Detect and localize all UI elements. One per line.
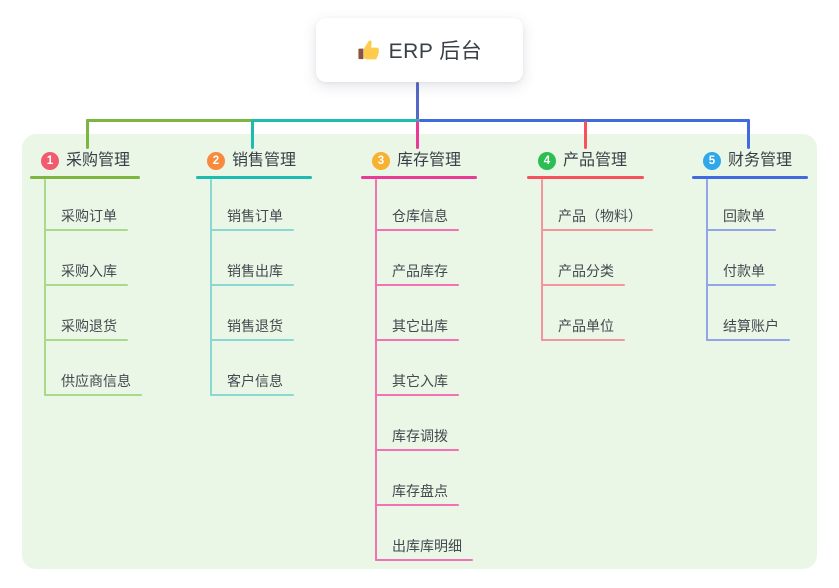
connector-h-finance: [419, 119, 750, 122]
sub-item-underline: [210, 394, 294, 396]
sub-item-label[interactable]: 库存调拨: [392, 428, 448, 444]
branch-underline-finance: [692, 176, 808, 179]
sub-item-label[interactable]: 库存盘点: [392, 483, 448, 499]
sub-item-underline: [541, 229, 653, 231]
child-spine-inventory: [375, 179, 377, 561]
child-spine-procurement: [44, 179, 46, 396]
child-spine-sales: [210, 179, 212, 396]
sub-item-label[interactable]: 其它出库: [392, 318, 448, 334]
child-spine-finance: [706, 179, 708, 341]
connector-drop-finance: [747, 119, 750, 149]
branch-label-finance[interactable]: 财务管理: [728, 152, 793, 169]
sub-item-underline: [375, 394, 459, 396]
branch-badge-product: 4: [538, 152, 556, 170]
sub-item-label[interactable]: 采购入库: [61, 263, 117, 279]
branch-underline-product: [527, 176, 644, 179]
sub-item-underline: [375, 284, 459, 286]
connector-drop-inventory: [416, 121, 419, 149]
sub-item-label[interactable]: 产品分类: [558, 263, 614, 279]
connector-drop-sales: [251, 119, 254, 149]
child-spine-product: [541, 179, 543, 341]
sub-item-underline: [375, 339, 459, 341]
sub-item-underline: [44, 284, 128, 286]
sub-item-label[interactable]: 结算账户: [723, 318, 779, 334]
branch-underline-procurement: [30, 176, 140, 179]
sub-item-label[interactable]: 仓库信息: [392, 208, 448, 224]
connector-drop-product: [584, 121, 587, 149]
thumbs-up-icon: [357, 39, 380, 62]
sub-item-underline: [210, 339, 294, 341]
sub-item-underline: [706, 339, 790, 341]
sub-item-underline: [706, 229, 776, 231]
sub-item-label[interactable]: 其它入库: [392, 373, 448, 389]
sub-item-label[interactable]: 产品库存: [392, 263, 448, 279]
sub-item-underline: [375, 559, 473, 561]
root-node-title: ERP 后台: [388, 40, 483, 63]
branch-underline-inventory: [361, 176, 477, 179]
sub-item-underline: [210, 284, 294, 286]
sub-item-label[interactable]: 销售订单: [227, 208, 283, 224]
connector-h-sales: [251, 119, 419, 122]
sub-item-underline: [210, 229, 294, 231]
sub-item-underline: [44, 394, 142, 396]
sub-item-label[interactable]: 出库库明细: [392, 538, 462, 554]
branches-panel: [22, 134, 817, 569]
sub-item-underline: [375, 504, 459, 506]
branch-underline-sales: [196, 176, 312, 179]
sub-item-label[interactable]: 产品单位: [558, 318, 614, 334]
sub-item-label[interactable]: 采购订单: [61, 208, 117, 224]
sub-item-label[interactable]: 销售出库: [227, 263, 283, 279]
sub-item-label[interactable]: 供应商信息: [61, 373, 131, 389]
root-node[interactable]: ERP 后台: [316, 18, 523, 82]
sub-item-underline: [706, 284, 776, 286]
sub-item-label[interactable]: 采购退货: [61, 318, 117, 334]
sub-item-underline: [541, 284, 625, 286]
branch-label-sales[interactable]: 销售管理: [232, 152, 297, 169]
branch-badge-inventory: 3: [372, 152, 390, 170]
sub-item-underline: [44, 229, 128, 231]
sub-item-underline: [375, 229, 459, 231]
sub-item-underline: [44, 339, 128, 341]
connector-drop-procurement: [86, 119, 89, 149]
branch-label-procurement[interactable]: 采购管理: [66, 152, 131, 169]
sub-item-label[interactable]: 销售退货: [227, 318, 283, 334]
sub-item-label[interactable]: 付款单: [723, 263, 765, 279]
sub-item-underline: [375, 449, 459, 451]
branch-badge-sales: 2: [207, 152, 225, 170]
sub-item-label[interactable]: 回款单: [723, 208, 765, 224]
sub-item-label[interactable]: 客户信息: [227, 373, 283, 389]
branch-label-product[interactable]: 产品管理: [563, 152, 628, 169]
branch-badge-finance: 5: [703, 152, 721, 170]
branch-badge-procurement: 1: [41, 152, 59, 170]
branch-label-inventory[interactable]: 库存管理: [397, 152, 462, 169]
root-connector-line: [416, 82, 419, 120]
sub-item-underline: [541, 339, 625, 341]
sub-item-label[interactable]: 产品（物料）: [558, 208, 642, 224]
